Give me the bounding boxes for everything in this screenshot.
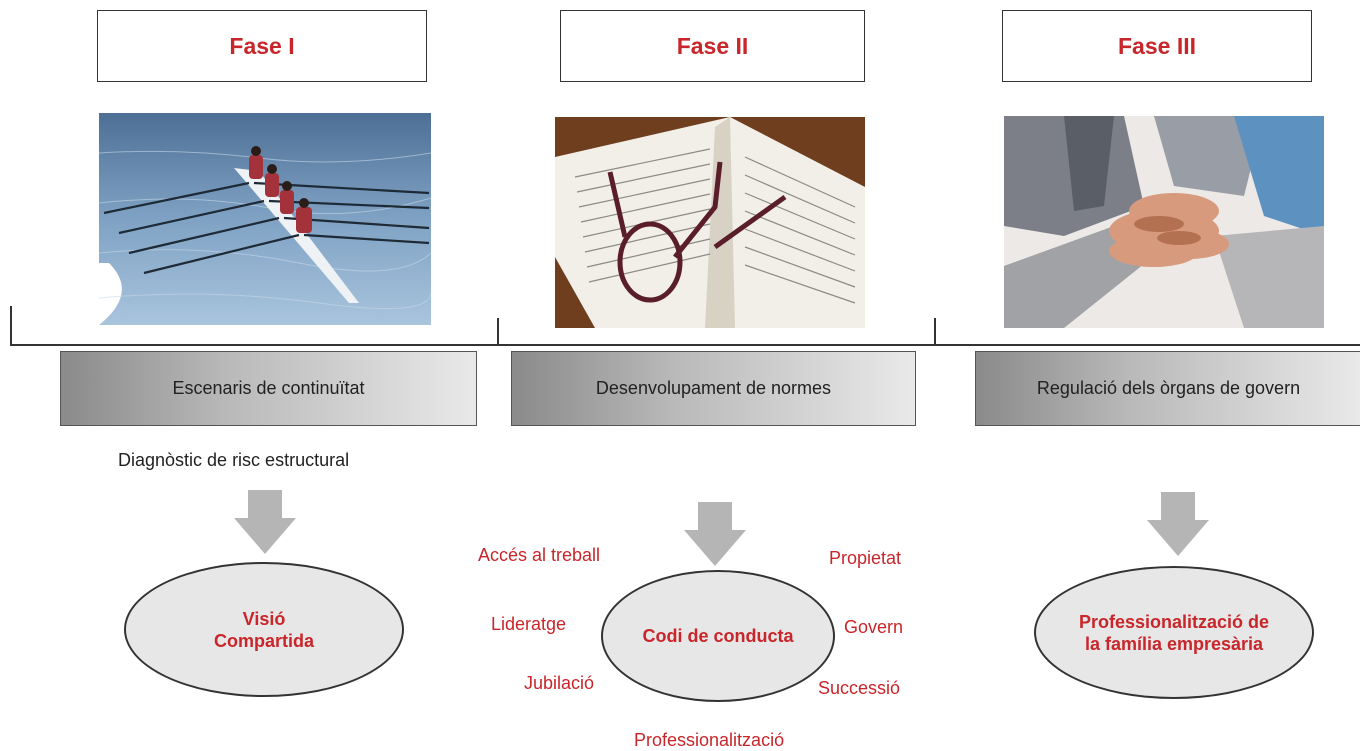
outcome-oval-3: Professionalització de la família empres… <box>1034 566 1314 699</box>
topic-lideratge: Lideratge <box>491 614 567 634</box>
phase-3-title-box: Fase III <box>1002 10 1312 82</box>
timeline-separator-1 <box>10 306 12 346</box>
topic-jubilacio: Jubilació <box>524 673 595 693</box>
stage-label-1: Escenaris de continuïtat <box>172 378 365 398</box>
stage-label-3: Regulació dels òrgans de govern <box>1036 378 1301 398</box>
topic-propietat: Propietat <box>829 548 902 568</box>
down-arrow-icon-2 <box>684 502 746 566</box>
topic-acces-al-treball: Accés al treball <box>478 545 601 565</box>
phase-1-title-box: Fase I <box>97 10 427 82</box>
risk-diagnosis-note: Diagnòstic de risc estructural <box>118 450 350 470</box>
phase-2-title: Fase II <box>676 32 749 59</box>
timeline-line <box>10 344 1360 346</box>
stacked-hands-photo <box>1004 116 1324 328</box>
stage-box-2: Desenvolupament de normes <box>511 351 916 426</box>
outcome-label-3: Professionalització de la família empres… <box>1078 611 1270 654</box>
rowing-crew-photo <box>99 113 431 325</box>
outcome-label-1: Visió Compartida <box>213 608 314 651</box>
stage-box-3: Regulació dels òrgans de govern <box>975 351 1360 426</box>
topic-govern: Govern <box>844 617 904 637</box>
timeline-separator-2 <box>497 318 499 346</box>
phase-2-title-box: Fase II <box>560 10 865 82</box>
timeline-separator-3 <box>934 318 936 346</box>
outcome-oval-1: Visió Compartida <box>124 562 404 697</box>
down-arrow-icon-3 <box>1147 492 1209 556</box>
topic-successio: Successió <box>818 678 901 698</box>
stage-box-1: Escenaris de continuïtat <box>60 351 477 426</box>
down-arrow-icon-1 <box>234 490 296 554</box>
open-book-glasses-photo <box>555 117 865 328</box>
phase-1-title: Fase I <box>229 32 295 59</box>
outcome-label-2: Codi de conducta <box>642 625 794 646</box>
stage-label-2: Desenvolupament de normes <box>595 378 832 398</box>
topic-professionalitzacio: Professionalització <box>634 730 785 750</box>
phase-3-title: Fase III <box>1118 32 1196 59</box>
outcome-oval-2: Codi de conducta <box>601 570 835 702</box>
